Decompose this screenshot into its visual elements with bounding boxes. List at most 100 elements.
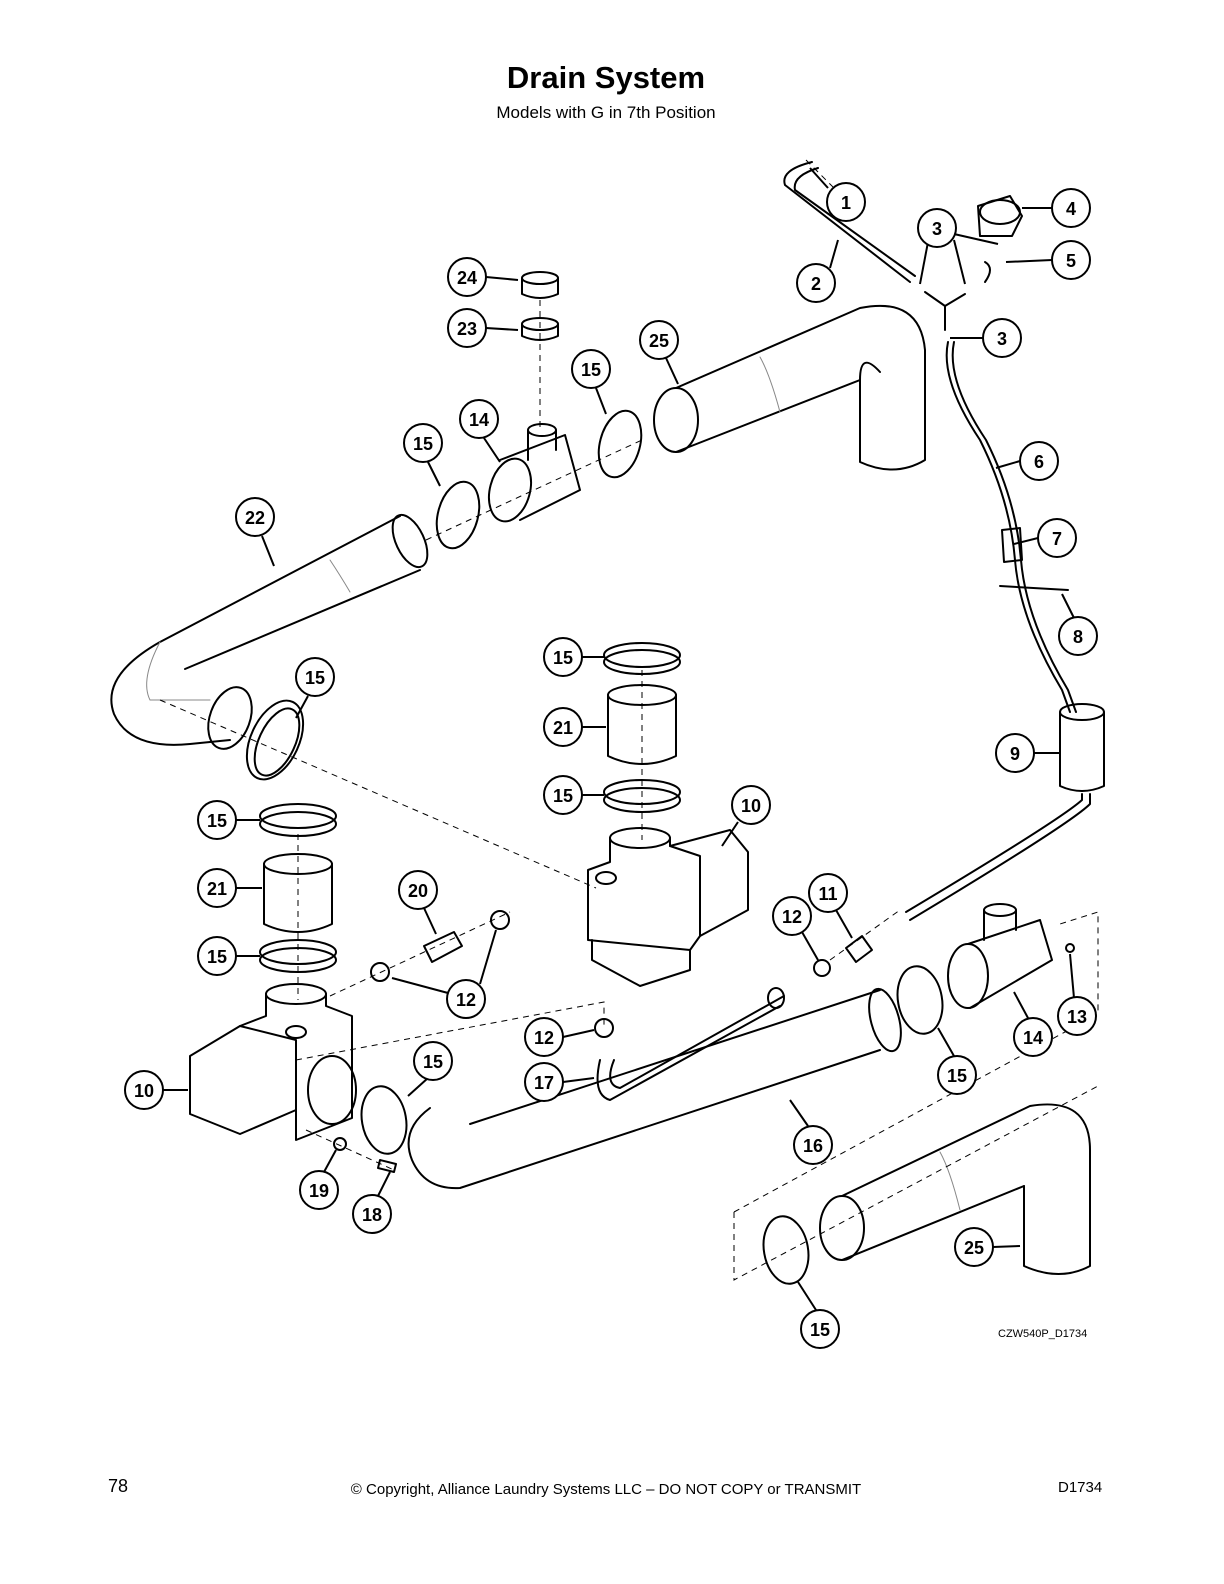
svg-text:14: 14 (1023, 1028, 1043, 1048)
callout-15-j: 15 (797, 1281, 840, 1349)
tank-10-center (587, 827, 749, 987)
callout-11: 11 (808, 873, 853, 939)
svg-text:15: 15 (207, 811, 227, 831)
copyright-notice: © Copyright, Alliance Laundry Systems LL… (350, 1481, 862, 1498)
hose-17 (596, 987, 785, 1101)
valve-11 (845, 935, 873, 963)
hose-clamp-15-right (896, 965, 944, 1035)
svg-text:7: 7 (1052, 529, 1062, 549)
svg-text:15: 15 (581, 360, 601, 380)
alignment-lines (159, 159, 1099, 1281)
svg-text:15: 15 (553, 786, 573, 806)
screw-13 (1065, 943, 1075, 953)
svg-text:2: 2 (811, 274, 821, 294)
callout-15-a: 15 (403, 423, 443, 487)
pressure-switch-4 (977, 195, 1023, 237)
coupling-21-left (263, 853, 333, 933)
hose-6 (945, 341, 1077, 713)
callout-15-d: 15 (543, 637, 604, 677)
svg-text:13: 13 (1067, 1007, 1087, 1027)
callout-13: 13 (1057, 953, 1097, 1036)
hose-2 (783, 161, 916, 283)
callout-8: 8 (1058, 593, 1098, 656)
callout-12-c: 12 (772, 896, 819, 961)
hose-clamp-15-left-side (360, 1085, 408, 1155)
callout-18: 18 (352, 1171, 392, 1234)
hose-clamp-15-bottom-right (762, 1215, 810, 1285)
svg-text:25: 25 (649, 331, 669, 351)
svg-text:16: 16 (803, 1136, 823, 1156)
ring-23 (521, 317, 559, 341)
callout-25-top: 25 (639, 320, 679, 385)
clamp-12-a (370, 910, 510, 982)
callout-15-b: 15 (571, 349, 611, 415)
page-subtitle: Models with G in 7th Position (496, 103, 716, 122)
tie-8 (999, 585, 1069, 591)
tee-fitting-14-top (487, 423, 581, 523)
elbow-pipe-16 (407, 987, 902, 1190)
callout-6: 6 (995, 441, 1059, 481)
callout-3a: 3 (917, 208, 999, 285)
page-title: Drain System (506, 60, 706, 95)
elbow-pipe-25-bottom (819, 1103, 1091, 1275)
callout-21-left: 21 (197, 868, 262, 908)
callout-4: 4 (1022, 188, 1091, 228)
svg-text:15: 15 (305, 668, 325, 688)
svg-text:15: 15 (947, 1066, 967, 1086)
hose-lower-right (905, 793, 1091, 921)
screw-18 (377, 1159, 397, 1173)
svg-text:11: 11 (818, 884, 837, 904)
callout-23: 23 (447, 308, 519, 348)
svg-text:18: 18 (362, 1205, 382, 1225)
svg-text:15: 15 (207, 947, 227, 967)
clamp-12-c (813, 959, 831, 977)
svg-text:21: 21 (553, 718, 573, 738)
callouts: 1 2 3 3 4 5 6 7 8 9 10 10 11 12 12 (124, 167, 1098, 1349)
callout-12-a: 12 (391, 929, 497, 1019)
callout-19: 19 (299, 1149, 339, 1210)
svg-text:10: 10 (741, 796, 761, 816)
svg-text:1: 1 (841, 193, 851, 213)
callout-3b: 3 (950, 318, 1022, 358)
callout-15-e: 15 (543, 775, 604, 815)
callout-5: 5 (1005, 240, 1091, 280)
cap-24 (521, 271, 559, 299)
callout-15-g: 15 (197, 936, 260, 976)
callout-10-left: 10 (124, 1070, 188, 1110)
hose-clamp-15b (435, 409, 643, 550)
svg-text:17: 17 (534, 1073, 554, 1093)
svg-text:8: 8 (1073, 627, 1083, 647)
tank-10-left (189, 983, 357, 1141)
callout-15-h: 15 (407, 1041, 453, 1097)
callout-14-right: 14 (1013, 991, 1053, 1057)
hose-clamp-15-left-top (259, 803, 337, 837)
svg-text:9: 9 (1010, 744, 1020, 764)
svg-text:24: 24 (457, 268, 477, 288)
svg-text:14: 14 (469, 410, 489, 430)
svg-text:15: 15 (413, 434, 433, 454)
trap-9 (1059, 703, 1105, 792)
callout-14-top: 14 (459, 399, 501, 463)
callout-15-f: 15 (197, 800, 260, 840)
page-number: 78 (108, 1476, 129, 1496)
callout-12-b: 12 (524, 1017, 595, 1057)
svg-text:3: 3 (997, 329, 1007, 349)
y-connector (924, 261, 991, 331)
callout-2: 2 (796, 239, 839, 303)
svg-text:12: 12 (782, 907, 802, 927)
washer-19 (333, 1137, 347, 1151)
elbow-pipe-22 (110, 513, 429, 750)
svg-text:15: 15 (810, 1320, 830, 1340)
svg-text:12: 12 (534, 1028, 554, 1048)
callout-21-center: 21 (543, 707, 606, 747)
tee-fitting-14-right (947, 903, 1053, 1009)
document-id: D1734 (1058, 1479, 1103, 1496)
callout-9: 9 (995, 733, 1060, 773)
svg-text:6: 6 (1034, 452, 1044, 472)
callout-17: 17 (524, 1062, 595, 1102)
elbow-pipe-25-top (653, 304, 926, 471)
hose-clamp-15a (245, 699, 305, 781)
diagram-code: CZW540P_D1734 (998, 1328, 1088, 1340)
nipple-20 (423, 931, 463, 963)
